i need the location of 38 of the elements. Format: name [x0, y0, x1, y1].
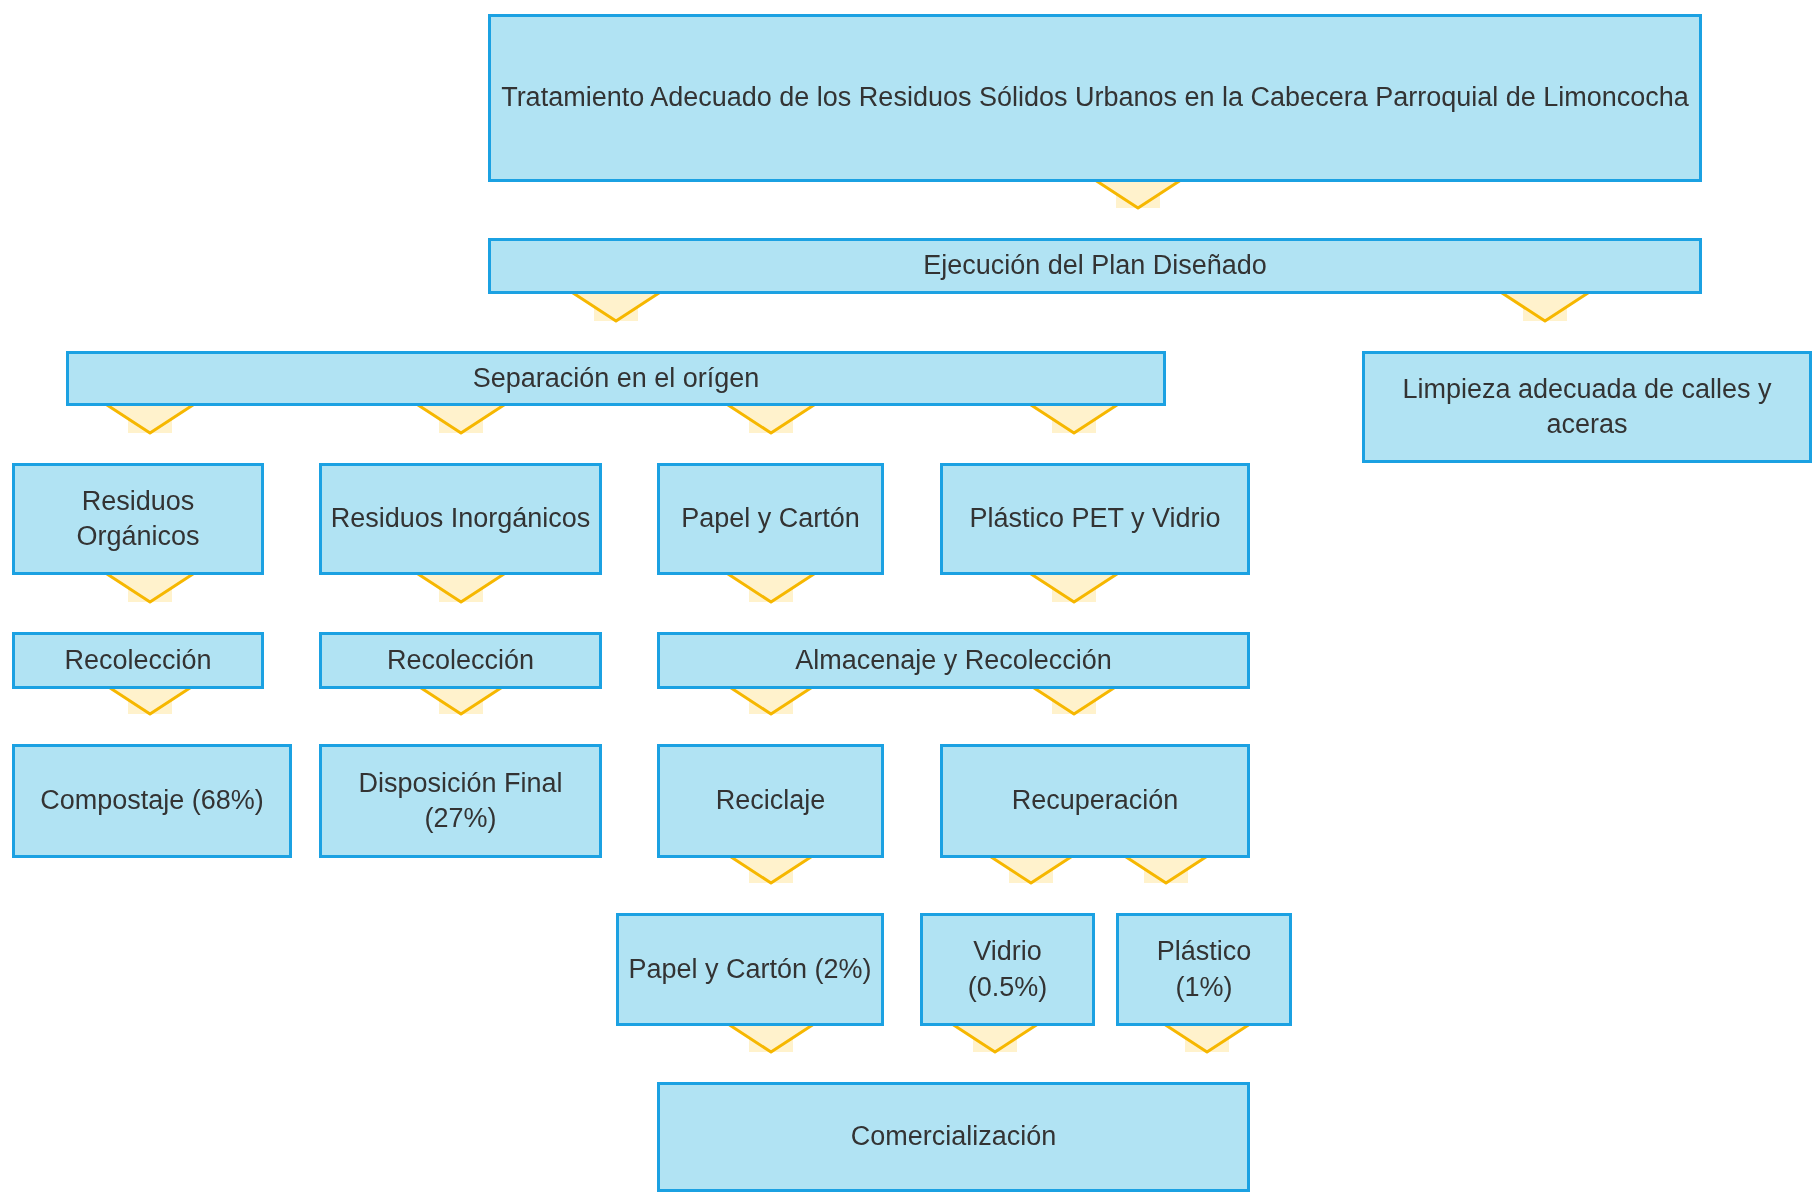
process-box [616, 913, 884, 1026]
process-box [940, 744, 1250, 858]
process-box [66, 351, 1166, 406]
box-label: Plástico PET y Vidrio [969, 502, 1221, 536]
box-label: Vidrio (0.5%) [966, 935, 1049, 1004]
process-box [12, 632, 264, 689]
box-label: Papel y Cartón [681, 502, 860, 536]
box-label: Almacenaje y Recolección [795, 643, 1112, 677]
box-label: Recolección [386, 643, 535, 677]
process-box [488, 238, 1702, 294]
box-label: Tratamiento Adecuado de los Residuos Sólidos Urbanos en la Cabecera Parroquial de Limoncocha [501, 81, 1689, 115]
box-label: Compostaje (68%) [40, 784, 264, 818]
process-box [488, 14, 1702, 182]
process-box [12, 744, 292, 858]
process-box [657, 1082, 1250, 1192]
box-label: Recuperación [1011, 784, 1179, 818]
process-box [1362, 351, 1812, 463]
box-label: Recolección [64, 643, 212, 677]
box-label: Disposición Final (27%) [357, 766, 564, 835]
process-box [920, 913, 1095, 1026]
box-label: Residuos Orgánicos [75, 484, 201, 553]
process-box [319, 744, 602, 858]
box-label: Papel y Cartón (2%) [628, 952, 872, 986]
process-box [657, 463, 884, 575]
box-label: Ejecución del Plan Diseñado [923, 249, 1267, 283]
box-label: Reciclaje [715, 784, 826, 818]
process-box [319, 463, 602, 575]
box-label: Limpieza adecuada de calles y aceras [1401, 372, 1773, 441]
process-box [657, 744, 884, 858]
box-label: Plástico (1%) [1155, 935, 1253, 1004]
box-label: Residuos Inorgánicos [330, 502, 591, 536]
box-label: Separación en el orígen [472, 361, 760, 395]
process-box [1116, 913, 1292, 1026]
process-box [12, 463, 264, 575]
process-box [319, 632, 602, 689]
process-box [940, 463, 1250, 575]
box-label: Comercialización [850, 1120, 1057, 1154]
process-box [657, 632, 1250, 689]
